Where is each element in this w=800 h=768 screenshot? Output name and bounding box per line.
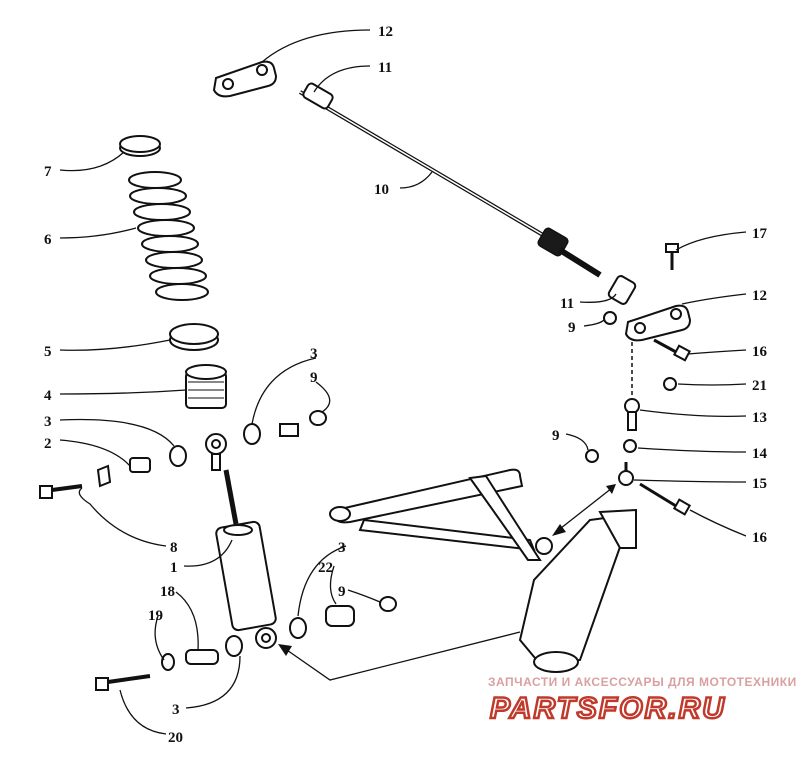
callout-19: 19 — [148, 608, 163, 624]
spring-seat-5 — [169, 323, 219, 351]
watermark: ЗАПЧАСТИ И АКСЕССУАРЫ ДЛЯ МОТОТЕХНИКИ PA… — [488, 675, 797, 726]
sleeve-18 — [185, 649, 219, 665]
callout-9-mid: 9 — [552, 428, 560, 444]
bushing-3-upper-left — [169, 445, 187, 467]
bolt-17 — [665, 243, 679, 270]
callout-11-lower: 11 — [560, 296, 574, 312]
callout-4: 4 — [44, 388, 52, 404]
bushing-3-lower-right — [289, 617, 307, 639]
callout-3-lower-right: 3 — [338, 540, 346, 556]
callout-1: 1 — [170, 560, 178, 576]
callout-17: 17 — [752, 226, 768, 242]
bushing-3-upper-right — [243, 423, 261, 445]
shock-upper-eye — [205, 433, 227, 471]
ball-joint-15 — [618, 462, 634, 486]
upper-link-arm — [212, 60, 278, 98]
nut-9-lower-right — [379, 596, 397, 612]
callout-2: 2 — [44, 436, 52, 452]
callout-21: 21 — [752, 378, 767, 394]
callout-22: 22 — [318, 560, 333, 576]
assembly-arrow-upper — [552, 484, 616, 536]
nut-9-upper-right — [309, 410, 327, 426]
cable-rod — [298, 82, 637, 305]
callout-6: 6 — [44, 232, 52, 248]
callout-12-upper: 12 — [378, 24, 393, 40]
bolt-16-upper — [653, 338, 691, 362]
callout-15: 15 — [752, 476, 767, 492]
washer-19 — [161, 653, 175, 671]
spindle — [518, 508, 637, 673]
leader-lines — [59, 29, 747, 735]
callout-9-upper-right: 9 — [310, 370, 318, 386]
nut-14 — [623, 439, 637, 453]
callout-8: 8 — [170, 540, 178, 556]
callout-18: 18 — [160, 584, 175, 600]
nut-9-upper — [603, 311, 617, 325]
shock-absorber-1 — [215, 469, 277, 632]
callouts: 12 11 10 7 6 17 11 12 9 16 21 5 3 9 4 3 … — [44, 24, 768, 746]
a-arm — [329, 468, 542, 561]
nut-21 — [663, 377, 677, 391]
lower-link-arm — [624, 304, 692, 342]
sleeve-2 — [129, 457, 151, 473]
washer — [96, 464, 112, 488]
adjuster-collar-4 — [185, 364, 227, 409]
callout-5: 5 — [44, 344, 52, 360]
callout-9-lower-right: 9 — [338, 584, 346, 600]
callout-10: 10 — [374, 182, 389, 198]
bushing-3-lower-left — [225, 635, 243, 657]
watermark-logo: PARTSFOR.RU — [490, 692, 726, 725]
nut-9-mid — [585, 449, 599, 463]
callout-14: 14 — [752, 446, 768, 462]
rod-end-13 — [624, 398, 640, 431]
bolt-16-lower — [639, 482, 692, 516]
coil-spring-6 — [128, 171, 209, 301]
spring-retainer-7 — [119, 135, 161, 157]
bolt-20 — [95, 674, 151, 691]
callout-3-upper-left: 3 — [44, 414, 52, 430]
callout-13: 13 — [752, 410, 767, 426]
callout-11-upper: 11 — [378, 60, 392, 76]
spacer-upper-right — [279, 423, 299, 437]
sleeve-22 — [325, 605, 355, 627]
callout-9-upper: 9 — [568, 320, 576, 336]
bolt-8 — [39, 484, 83, 499]
callout-16-lower: 16 — [752, 530, 768, 546]
callout-12-lower: 12 — [752, 288, 767, 304]
callout-7: 7 — [44, 164, 52, 180]
callout-3-upper-right: 3 — [310, 346, 318, 362]
callout-20: 20 — [168, 730, 183, 746]
assembly-arrow-lower — [278, 631, 521, 681]
watermark-tagline: ЗАПЧАСТИ И АКСЕССУАРЫ ДЛЯ МОТОТЕХНИКИ — [488, 675, 797, 689]
callout-16-upper: 16 — [752, 344, 768, 360]
shock-lower-eye — [255, 627, 277, 649]
callout-3-lower-left: 3 — [172, 702, 180, 718]
